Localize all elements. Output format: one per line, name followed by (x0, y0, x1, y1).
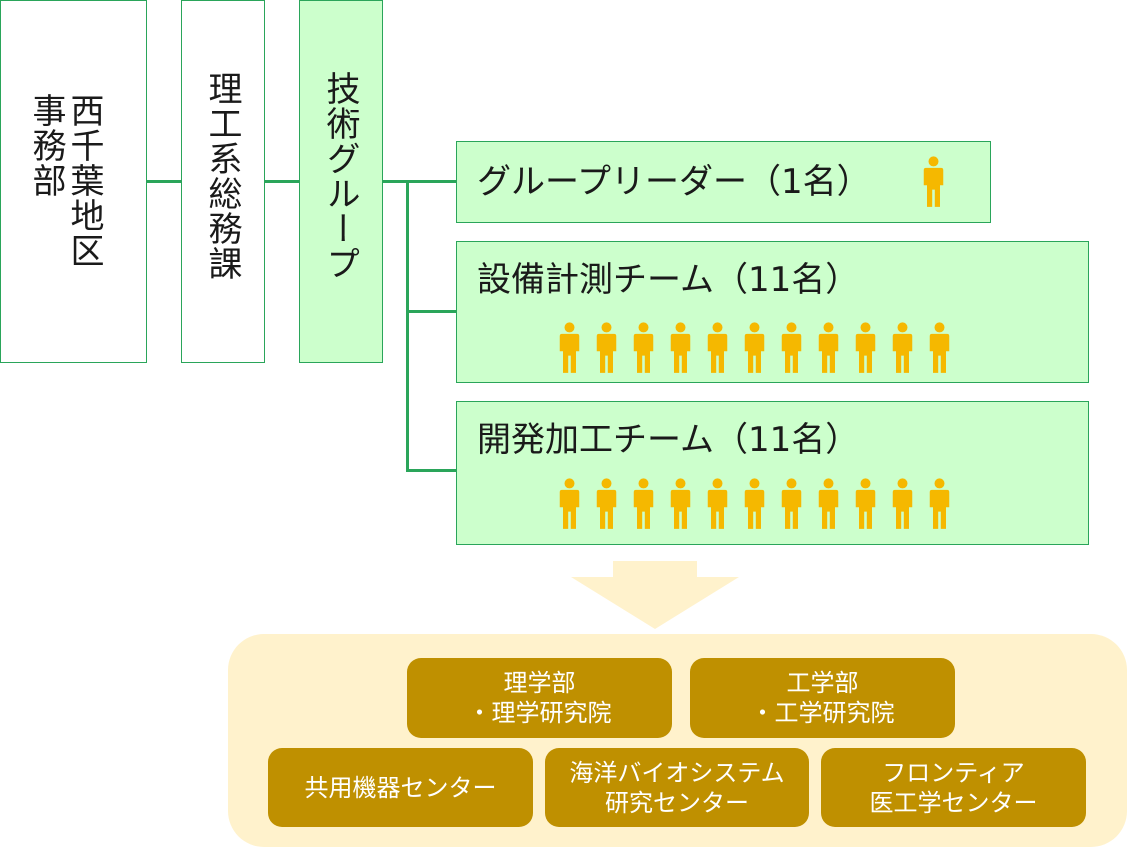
person-icon (633, 322, 654, 373)
person-icon (670, 478, 691, 529)
connector-line (383, 180, 456, 183)
person-icon (892, 478, 913, 529)
down-arrow-icon (571, 561, 739, 629)
unit-science: 理学部 ・理学研究院 (407, 658, 672, 738)
person-icon (923, 156, 944, 207)
office-label: 西千葉地区 事務部 (26, 93, 104, 268)
connector-line (406, 469, 456, 472)
measurement-team-label: 設備計測チーム（11名） (477, 260, 860, 300)
unit-engineering-line2: ・工学研究院 (750, 699, 895, 727)
person-icon (744, 322, 765, 373)
unit-frontier-line1: フロンティア (882, 758, 1025, 787)
person-icon (781, 322, 802, 373)
unit-instruments-line1: 共用機器センター (304, 773, 497, 802)
person-icon (929, 478, 950, 529)
person-icon (670, 322, 691, 373)
division-box: 理工系総務課 (181, 0, 265, 363)
measurement-team-members (551, 322, 958, 374)
team-leader-label: グループリーダー（1名） (477, 162, 871, 202)
person-icon (633, 478, 654, 529)
person-icon (707, 478, 728, 529)
person-icon (559, 322, 580, 373)
unit-science-line1: 理学部 (503, 669, 576, 697)
unit-engineering-line1: 工学部 (786, 669, 859, 697)
connector-line (406, 310, 456, 313)
team-leader-box: グループリーダー（1名） (456, 141, 991, 223)
unit-instruments: 共用機器センター (268, 748, 533, 827)
fabrication-team-members (551, 478, 958, 530)
unit-frontier-line2: 医工学センター (869, 788, 1038, 817)
measurement-team-box: 設備計測チーム（11名） (456, 241, 1089, 383)
person-icon (892, 322, 913, 373)
group-box: 技術グループ (299, 0, 383, 363)
group-label: 技術グループ (320, 71, 360, 281)
unit-marine: 海洋バイオシステム 研究センター (545, 748, 809, 827)
division-label: 理工系総務課 (202, 71, 242, 281)
fabrication-team-label: 開発加工チーム（11名） (477, 420, 860, 460)
fabrication-team-box: 開発加工チーム（11名） (456, 401, 1089, 545)
person-icon (744, 478, 765, 529)
unit-science-line2: ・理学研究院 (467, 699, 612, 727)
connector-line (265, 180, 299, 183)
person-icon (596, 478, 617, 529)
person-icon (559, 478, 580, 529)
person-icon (855, 478, 876, 529)
person-icon (596, 322, 617, 373)
person-icon (818, 478, 839, 529)
office-box: 西千葉地区 事務部 (0, 0, 147, 363)
unit-frontier: フロンティア 医工学センター (821, 748, 1086, 827)
person-icon (707, 322, 728, 373)
connector-trunk (406, 180, 409, 472)
team-leader-members (915, 156, 952, 208)
unit-engineering: 工学部 ・工学研究院 (690, 658, 955, 738)
person-icon (818, 322, 839, 373)
person-icon (929, 322, 950, 373)
connector-line (147, 180, 181, 183)
person-icon (781, 478, 802, 529)
unit-marine-line2: 研究センター (605, 788, 749, 817)
unit-marine-line1: 海洋バイオシステム (569, 758, 785, 787)
person-icon (855, 322, 876, 373)
